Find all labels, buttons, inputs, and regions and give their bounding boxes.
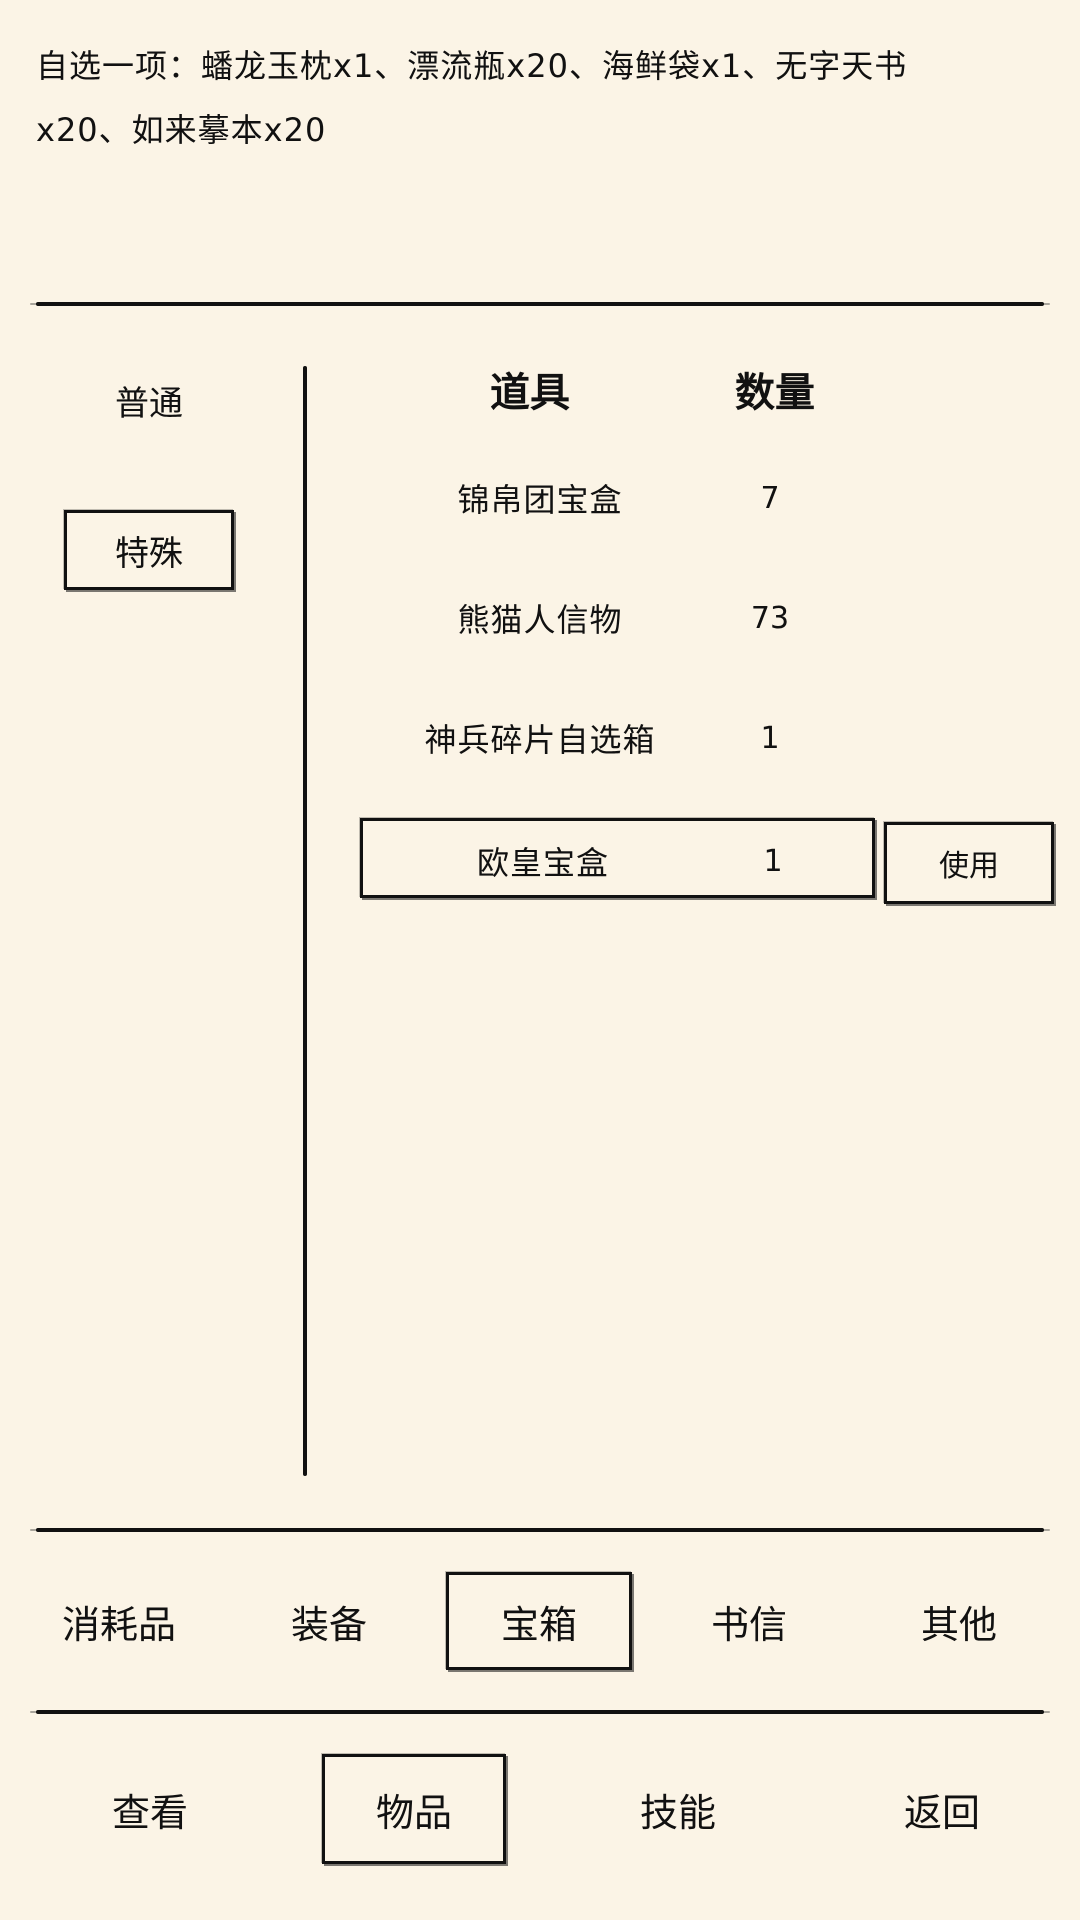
item-name: 熊猫人信物 [457,601,623,639]
item-quantity: 1 [760,720,780,756]
nav-back[interactable]: 返回 [903,1790,980,1835]
tab-chests[interactable]: 宝箱 [446,1572,632,1670]
item-row[interactable]: 锦帛团宝盒 7 [360,458,875,538]
nav-view[interactable]: 查看 [111,1790,188,1835]
divider-middle [30,1528,1050,1532]
divider-vertical [303,366,307,1476]
nav-items[interactable]: 物品 [322,1754,506,1864]
divider-bottom [30,1710,1050,1714]
subcategory-special[interactable]: 特殊 [64,510,234,590]
tab-consumables[interactable]: 消耗品 [61,1602,176,1647]
item-quantity: 7 [760,480,780,516]
item-description: 自选一项：蟠龙玉枕x1、漂流瓶x20、海鲜袋x1、无字天书x20、如来摹本x20 [36,47,908,149]
item-row[interactable]: 神兵碎片自选箱 1 [360,698,875,778]
item-row-selected[interactable]: 欧皇宝盒 1 [360,818,875,898]
item-row[interactable]: 熊猫人信物 73 [360,578,875,658]
item-name: 欧皇宝盒 [476,844,609,882]
tab-equipment[interactable]: 装备 [290,1602,367,1647]
item-name: 锦帛团宝盒 [457,481,623,519]
item-quantity: 73 [750,600,790,636]
subcategory-normal[interactable]: 普通 [115,383,183,424]
column-header-quantity: 数量 [735,370,815,416]
item-quantity: 1 [763,843,783,879]
item-name: 神兵碎片自选箱 [424,721,656,759]
column-header-item: 道具 [490,370,570,416]
tab-others[interactable]: 其他 [920,1602,997,1647]
use-button[interactable]: 使用 [884,822,1054,904]
nav-skills[interactable]: 技能 [639,1790,716,1835]
divider-top [30,302,1050,306]
tab-letters[interactable]: 书信 [710,1602,787,1647]
